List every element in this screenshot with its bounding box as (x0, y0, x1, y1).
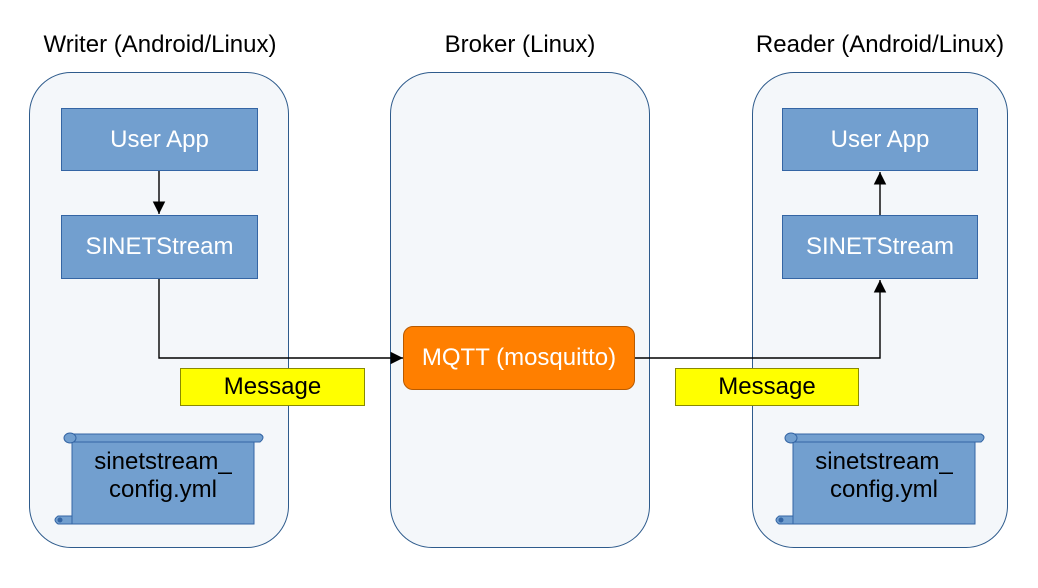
writer-sinetstream: SINETStream (61, 215, 258, 279)
writer-user-app: User App (61, 108, 258, 171)
writer-config-text: sinetstream_ config.yml (72, 448, 254, 504)
reader-config-text: sinetstream_ config.yml (793, 448, 975, 504)
reader-user-app: User App (782, 108, 978, 171)
broker-heading: Broker (Linux) (444, 31, 596, 58)
reader-heading: Reader (Android/Linux) (755, 31, 1005, 58)
writer-config-line-2: config.yml (108, 476, 218, 503)
message-label-right: Message (675, 368, 859, 406)
broker-lane (390, 72, 650, 548)
reader-sinetstream: SINETStream (782, 215, 978, 279)
writer-config-line-1: sinetstream_ (94, 448, 232, 475)
broker-mqtt-node: MQTT (mosquitto) (403, 326, 635, 390)
reader-config-line-1: sinetstream_ (815, 448, 953, 475)
writer-heading: Writer (Android/Linux) (43, 31, 277, 58)
message-label-left: Message (180, 368, 365, 406)
reader-config-line-2: config.yml (829, 476, 939, 503)
